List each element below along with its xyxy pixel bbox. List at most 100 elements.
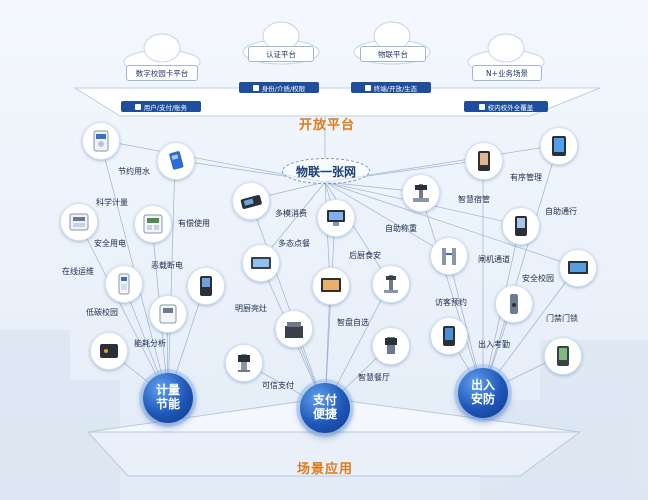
platform-bar-label: 校内校外全覆盖 — [487, 103, 534, 112]
hub-line: 计量 — [155, 383, 180, 398]
label-multi-mode-pay: 多模消费 — [275, 209, 307, 218]
label-gate-channel: 闸机通道 — [478, 255, 510, 264]
label-access-lock: 门禁门锁 — [546, 314, 578, 323]
campus-security-screen-node — [559, 249, 597, 287]
attendance-terminal-icon — [557, 346, 569, 366]
platform-bar-label: 终端/开放/生态 — [373, 84, 418, 93]
dorm-face-terminal-icon — [478, 151, 490, 171]
self-access-terminal-icon — [515, 216, 527, 236]
label-safe-campus: 安全校园 — [522, 274, 554, 283]
attendance-terminal-node — [544, 337, 582, 375]
hub-line: 支付 — [312, 393, 337, 408]
label-smart-dorm: 智慧宿管 — [458, 195, 490, 204]
label-visitor-booking: 访客预约 — [435, 298, 467, 307]
turnstile-node — [430, 237, 468, 275]
management-tablet-node — [540, 127, 578, 165]
platform-bar-label: 用户/支付/账务 — [143, 103, 188, 112]
hub-metering-energy: 计量节能 — [143, 373, 193, 423]
id-icon — [252, 84, 259, 91]
platform-bar-auth: 身份/介质/权限 — [239, 82, 319, 93]
platform-box-auth: 认证平台 — [248, 46, 314, 62]
label-attendance: 出入考勤 — [478, 340, 510, 349]
door-lock-node — [495, 285, 533, 323]
door-lock-icon — [510, 294, 518, 314]
label-low-carbon: 低碳校园 — [86, 308, 118, 317]
visitor-terminal-icon — [443, 326, 455, 346]
power-controller-node — [105, 265, 143, 303]
ordering-terminal-node — [317, 199, 355, 237]
smart-meter-icon — [143, 214, 163, 234]
platform-bar-campus-card: 用户/支付/账务 — [121, 101, 201, 112]
kitchen-counter-icon — [285, 322, 303, 338]
label-smart-canteen: 智慧餐厅 — [358, 373, 390, 382]
kitchen-counter-node — [275, 310, 313, 348]
label-open-kitchen: 明厨亮灶 — [235, 304, 267, 313]
label-orderly-management: 有序管理 — [510, 173, 542, 182]
hub-payment-convenience: 支付便捷 — [300, 383, 350, 433]
electric-meter-icon — [69, 213, 89, 231]
analysis-terminal-node — [90, 332, 128, 370]
pos-terminal-node — [232, 182, 270, 220]
ordering-terminal-icon — [327, 210, 345, 226]
energy-meter-node — [149, 295, 187, 333]
label-kitchen-safety: 后厨食安 — [349, 251, 381, 260]
card-icon — [134, 103, 141, 110]
power-controller-icon — [118, 273, 130, 295]
smart-tray-icon — [384, 275, 398, 293]
campus-security-screen-icon — [568, 261, 588, 274]
label-paid-usage: 有偿使用 — [178, 219, 210, 228]
label-water-saving: 节约用水 — [118, 167, 150, 176]
hub-line: 出入 — [470, 378, 495, 393]
kitchen-monitor-icon — [251, 257, 271, 269]
platform-bar-label: 身份/介质/权限 — [261, 84, 306, 93]
open-platform-title: 开放平台 — [299, 118, 356, 133]
power-terminal-icon — [200, 276, 212, 296]
hub-line: 安防 — [470, 392, 495, 406]
label-trusted-payment: 可信支付 — [262, 381, 294, 390]
self-access-terminal-node — [502, 207, 540, 245]
platform-bar-iot: 终端/开放/生态 — [351, 82, 431, 93]
label-overload-cutoff: 恶载断电 — [151, 261, 183, 270]
label-self-access: 自助通行 — [545, 207, 577, 216]
turnstile-icon — [442, 248, 456, 265]
label-self-weighing: 自助称重 — [385, 224, 417, 233]
smart-tray-node — [372, 265, 410, 303]
hub-access-security: 出入安防 — [458, 368, 508, 418]
visitor-terminal-node — [430, 317, 468, 355]
label-multi-ordering: 多态点餐 — [278, 239, 310, 248]
hub-line: 节能 — [155, 397, 180, 411]
hub-title: 物联一张网 — [295, 164, 356, 179]
energy-meter-icon — [159, 304, 177, 324]
weighing-station-icon — [413, 184, 429, 202]
electric-meter-node — [60, 203, 98, 241]
water-meter-node — [82, 122, 120, 160]
management-tablet-icon — [552, 136, 566, 156]
iot-network-hub: 物联一张网 — [282, 158, 370, 184]
label-power-safety: 安全用电 — [94, 239, 126, 248]
payment-kiosk-node — [225, 344, 263, 382]
label-scientific-metering: 科学计量 — [96, 198, 128, 207]
pos-terminal-icon — [240, 194, 262, 209]
label-online-maintenance: 在线运维 — [62, 267, 94, 276]
dorm-face-terminal-node — [465, 142, 503, 180]
food-safety-screen-icon — [321, 278, 341, 292]
food-safety-screen-node — [312, 267, 350, 305]
water-valve-node — [157, 142, 195, 180]
canteen-kiosk-node — [372, 327, 410, 365]
platform-box-business: N+业务场景 — [472, 65, 542, 81]
weighing-station-node — [402, 174, 440, 212]
canteen-kiosk-icon — [385, 337, 397, 354]
network-icon — [364, 84, 371, 91]
smart-meter-node — [134, 205, 172, 243]
water-meter-icon — [93, 130, 109, 152]
grid-icon — [478, 103, 485, 110]
power-terminal-node — [187, 267, 225, 305]
kitchen-monitor-node — [242, 244, 280, 282]
label-smart-tray: 智盘自选 — [337, 318, 369, 327]
water-valve-icon — [169, 151, 184, 170]
analysis-terminal-icon — [100, 344, 118, 358]
platform-box-iot: 物联平台 — [360, 46, 426, 62]
label-energy-analysis: 能耗分析 — [134, 339, 166, 348]
hub-line: 便捷 — [312, 407, 337, 421]
